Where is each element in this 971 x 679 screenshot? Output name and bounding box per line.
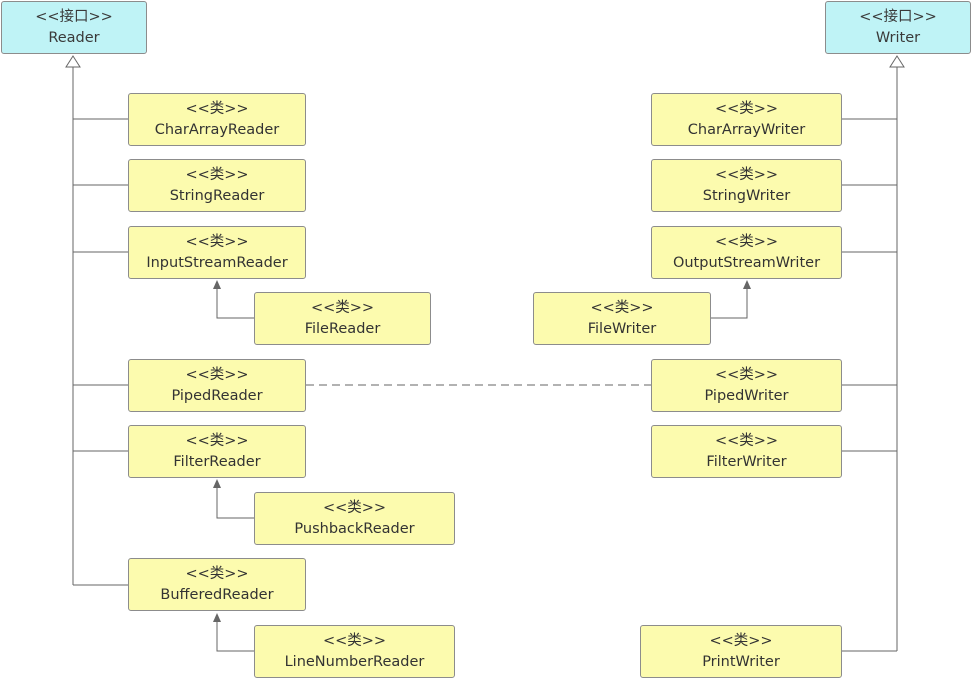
writer-inheritance-arrow: [889, 55, 905, 68]
stereotype-label: <<类>>: [714, 366, 779, 383]
interface-name: Reader: [48, 29, 100, 46]
class-name: BufferedReader: [160, 586, 274, 603]
writer-interface-box: <<接口>> Writer: [825, 1, 971, 54]
class-name: CharArrayWriter: [687, 121, 806, 138]
filterreader-arrowhead: [213, 479, 221, 488]
class-box-pushbackreader: <<类>> PushbackReader: [254, 492, 455, 545]
stereotype-label: <<类>>: [185, 366, 249, 383]
stereotype-label: <<类>>: [185, 432, 249, 449]
class-name: FilterReader: [173, 453, 261, 470]
inputstreamreader-arrowhead: [213, 280, 221, 289]
outputstreamwriter-arrowhead: [743, 280, 751, 289]
stereotype-label: <<类>>: [714, 233, 779, 250]
stereotype-label: <<类>>: [185, 166, 249, 183]
stereotype-label: <<类>>: [322, 499, 387, 516]
class-box-chararrayreader: <<类>> CharArrayReader: [128, 93, 306, 146]
pushbackreader-to-filterreader: [216, 487, 254, 519]
stereotype-label: <<类>>: [310, 299, 375, 316]
class-name: StringReader: [169, 187, 265, 204]
bufferedreader-arrowhead: [213, 613, 221, 622]
stereotype-label: <<类>>: [185, 233, 249, 250]
filewriter-to-outputstreamwriter: [711, 288, 748, 319]
reader-inheritance-arrow: [65, 55, 81, 68]
class-box-pipedwriter: <<类>> PipedWriter: [651, 359, 842, 412]
stereotype-label: <<接口>>: [35, 8, 113, 25]
class-name: InputStreamReader: [146, 254, 288, 271]
linenumberreader-to-bufferedreader: [216, 621, 254, 652]
class-box-filereader: <<类>> FileReader: [254, 292, 431, 345]
class-name: CharArrayReader: [154, 121, 280, 138]
class-box-inputstreamreader: <<类>> InputStreamReader: [128, 226, 306, 279]
class-box-outputstreamwriter: <<类>> OutputStreamWriter: [651, 226, 842, 279]
class-name: LineNumberReader: [284, 653, 425, 670]
class-box-bufferedreader: <<类>> BufferedReader: [128, 558, 306, 611]
class-name: PipedWriter: [704, 387, 789, 404]
class-box-filterwriter: <<类>> FilterWriter: [651, 425, 842, 478]
stereotype-label: <<类>>: [714, 166, 779, 183]
class-name: PipedReader: [171, 387, 263, 404]
stereotype-label: <<类>>: [709, 632, 773, 649]
class-box-printwriter: <<类>> PrintWriter: [640, 625, 842, 678]
class-name: StringWriter: [702, 187, 791, 204]
interface-name: Writer: [875, 29, 921, 46]
class-name: FileReader: [304, 320, 381, 337]
class-name: OutputStreamWriter: [672, 254, 821, 271]
class-name: FileWriter: [587, 320, 657, 337]
class-box-stringreader: <<类>> StringReader: [128, 159, 306, 212]
class-box-filterreader: <<类>> FilterReader: [128, 425, 306, 478]
stereotype-label: <<接口>>: [859, 8, 937, 25]
stereotype-label: <<类>>: [185, 565, 249, 582]
reader-interface-box: <<接口>> Reader: [1, 1, 147, 54]
class-box-chararraywriter: <<类>> CharArrayWriter: [651, 93, 842, 146]
class-box-linenumberreader: <<类>> LineNumberReader: [254, 625, 455, 678]
class-name: FilterWriter: [706, 453, 787, 470]
stereotype-label: <<类>>: [185, 100, 249, 117]
stereotype-label: <<类>>: [714, 100, 779, 117]
class-name: PrintWriter: [702, 653, 780, 670]
stereotype-label: <<类>>: [322, 632, 387, 649]
stereotype-label: <<类>>: [590, 299, 654, 316]
stereotype-label: <<类>>: [714, 432, 779, 449]
class-box-pipedreader: <<类>> PipedReader: [128, 359, 306, 412]
class-box-filewriter: <<类>> FileWriter: [533, 292, 711, 345]
class-box-stringwriter: <<类>> StringWriter: [651, 159, 842, 212]
class-name: PushbackReader: [294, 520, 415, 537]
filereader-to-inputstreamreader: [216, 288, 254, 319]
